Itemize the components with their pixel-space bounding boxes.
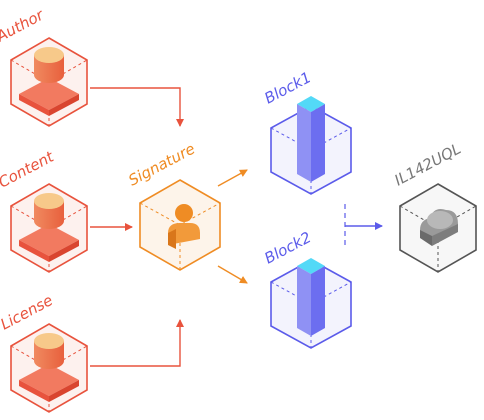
- block2-node: [270, 258, 352, 349]
- signature-label: Signature: [125, 140, 198, 190]
- tower-icon: [297, 258, 325, 336]
- signature-to-block1-arrow: [217, 169, 248, 187]
- license-to-signature-arrow: [90, 319, 184, 367]
- block1-node: [270, 96, 352, 195]
- coin-stack-icon: [19, 333, 79, 402]
- signature-to-block2-arrow: [217, 265, 248, 284]
- license-node: [10, 323, 88, 413]
- tower-icon: [297, 96, 325, 182]
- person-icon: [168, 204, 200, 249]
- content-node: [10, 183, 88, 273]
- author-to-signature-arrow: [90, 87, 184, 127]
- coin-stack-icon: [19, 47, 79, 116]
- cloud-icon: [420, 209, 458, 246]
- author-label: Author: [0, 6, 47, 46]
- signature-node: [139, 179, 221, 271]
- output-label: IL142UQL: [391, 140, 464, 190]
- output-node: [399, 183, 477, 273]
- author-node: [10, 37, 88, 127]
- coin-stack-icon: [19, 193, 79, 262]
